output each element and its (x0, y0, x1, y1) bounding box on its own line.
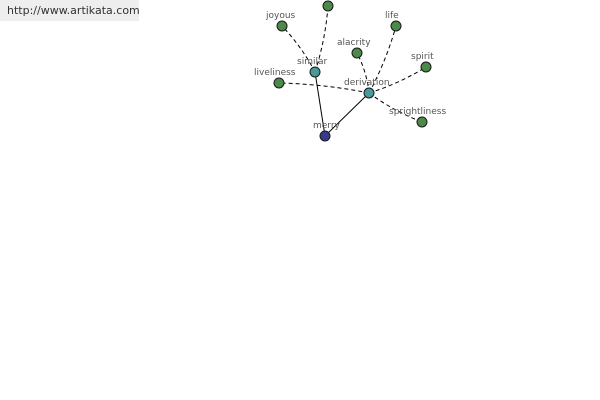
edge-derivation-liveliness (278, 82, 370, 94)
node-dot-similar[interactable] (309, 66, 321, 78)
node-unlabeled[interactable] (322, 0, 334, 12)
node-label-sprightliness: sprightliness (389, 107, 446, 117)
node-dot-alacrity[interactable] (351, 47, 363, 59)
node-label-merry: merry (313, 121, 341, 131)
node-alacrity[interactable]: alacrity (337, 38, 371, 59)
node-dot-unlabeled[interactable] (322, 0, 334, 12)
graph-nodes: merry similar derivation joyous liveliness al… (254, 0, 446, 142)
edge-merry-derivation (324, 92, 370, 137)
edge-merry-similar (314, 71, 326, 137)
node-sprightliness[interactable]: sprightliness (389, 107, 446, 128)
node-dot-life[interactable] (390, 20, 402, 32)
node-label-derivation: derivation (344, 78, 390, 88)
node-label-life: life (385, 11, 399, 21)
node-similar[interactable]: similar (297, 57, 327, 78)
node-spirit[interactable]: spirit (411, 52, 434, 73)
node-label-liveliness: liveliness (254, 68, 296, 78)
node-dot-spirit[interactable] (420, 61, 432, 73)
node-life[interactable]: life (385, 11, 402, 32)
node-liveliness[interactable]: liveliness (254, 68, 296, 89)
node-label-joyous: joyous (265, 11, 296, 21)
node-merry[interactable]: merry (313, 121, 341, 142)
node-dot-derivation[interactable] (363, 87, 375, 99)
edge-derivation-life (368, 25, 397, 94)
source-link[interactable]: http://www.artikata.com (0, 0, 140, 21)
node-dot-joyous[interactable] (276, 20, 288, 32)
node-joyous[interactable]: joyous (265, 11, 296, 32)
node-label-spirit: spirit (411, 52, 434, 62)
node-label-alacrity: alacrity (337, 38, 371, 48)
node-dot-liveliness[interactable] (273, 77, 285, 89)
node-dot-merry[interactable] (319, 130, 331, 142)
edge-derivation-sprightliness (368, 92, 423, 123)
node-dot-sprightliness[interactable] (416, 116, 428, 128)
node-derivation[interactable]: derivation (344, 78, 390, 99)
node-label-similar: similar (297, 57, 327, 67)
